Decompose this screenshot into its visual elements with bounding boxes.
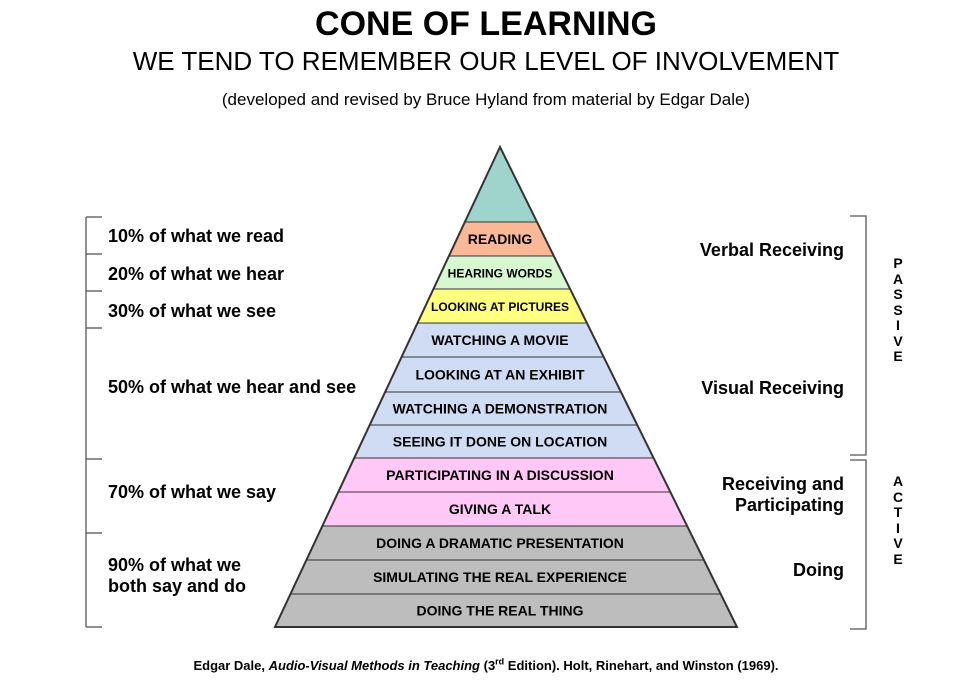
passive-letter: A: [892, 270, 904, 287]
active-letter: E: [893, 550, 903, 567]
passive-letter: E: [893, 348, 903, 364]
left-label-30-percent: 30% of what we see: [108, 301, 277, 321]
cone-layer-label: DOING THE REAL THING: [417, 603, 584, 619]
cone-layer-label: HEARING WORDS: [448, 267, 553, 281]
citation-edition-open: (3: [480, 658, 496, 673]
page-subtitle: WE TEND TO REMEMBER OUR LEVEL OF INVOLVE…: [132, 46, 840, 76]
cone-layer-label: SEEING IT DONE ON LOCATION: [393, 434, 607, 450]
citation-author: Edgar Dale,: [193, 658, 269, 673]
passive-letter: S: [893, 286, 903, 302]
cone-layer-label: LOOKING AT PICTURES: [431, 300, 569, 314]
citation-book-title: Audio-Visual Methods in Teaching: [268, 658, 480, 673]
cone-layer-label: DOING A DRAMATIC PRESENTATION: [376, 535, 624, 551]
left-label-70-percent: 70% of what we say: [108, 482, 277, 502]
right-label-visual-receiving: Visual Receiving: [701, 378, 844, 398]
right-label-doing: Doing: [793, 560, 844, 580]
cone-layer-label: READING: [468, 231, 533, 247]
active-bracket: [850, 459, 867, 630]
left-label-20-percent: 20% of what we hear: [108, 264, 285, 284]
passive-letter: P: [893, 255, 903, 271]
active-letter: C: [892, 488, 904, 505]
left-label-10-percent: 10% of what we read: [108, 226, 285, 246]
cone-outline: [273, 144, 739, 628]
left-label-50-percent: 50% of what we hear and see: [108, 377, 357, 397]
right-label-verbal-receiving: Verbal Receiving: [699, 240, 844, 260]
passive-letter: S: [893, 301, 903, 318]
left-label-90-line2: both say and do: [108, 576, 247, 596]
active-letter: I: [896, 519, 900, 536]
passive-letter: V: [893, 332, 903, 349]
credit-line: (developed and revised by Bruce Hyland f…: [221, 90, 751, 109]
cone-layer-label: WATCHING A DEMONSTRATION: [393, 401, 608, 417]
right-label-receiving-participating: Receiving and Participating: [722, 474, 844, 516]
active-letter: A: [892, 473, 904, 489]
cone-layer-label: PARTICIPATING IN A DISCUSSION: [386, 467, 614, 483]
citation-edition-sup: rd: [495, 656, 505, 667]
active-letter: T: [893, 504, 903, 520]
citation-publisher: Edition). Holt, Rinehart, and Winston (1…: [504, 658, 779, 673]
right-label-receiving-line1: Receiving and: [721, 474, 844, 494]
cone-layer-label: SIMULATING THE REAL EXPERIENCE: [373, 569, 627, 585]
cone-of-learning-pyramid: READING HEARING WORDS LOOKING AT PICTURES W…: [85, 144, 867, 630]
left-label-90-line1: 90% of what we: [108, 555, 242, 575]
left-label-90-percent: 90% of what we both say and do: [108, 555, 246, 597]
active-letter: V: [893, 535, 903, 551]
active-vertical-label: A C T I V E: [888, 473, 908, 567]
cone-layer-0: [464, 145, 538, 223]
right-label-receiving-line2: Participating: [734, 495, 844, 515]
passive-bracket: [850, 215, 867, 456]
cone-layer-label: WATCHING A MOVIE: [431, 332, 568, 348]
citation-footer: Edgar Dale, Audio-Visual Methods in Teac…: [0, 656, 972, 674]
passive-vertical-label: P A S S I V E: [888, 255, 908, 365]
cone-layer-label: GIVING A TALK: [449, 501, 551, 517]
cone-layer-label: LOOKING AT AN EXHIBIT: [415, 367, 584, 383]
page-title: CONE OF LEARNING: [315, 5, 657, 43]
passive-letter: I: [896, 317, 900, 333]
